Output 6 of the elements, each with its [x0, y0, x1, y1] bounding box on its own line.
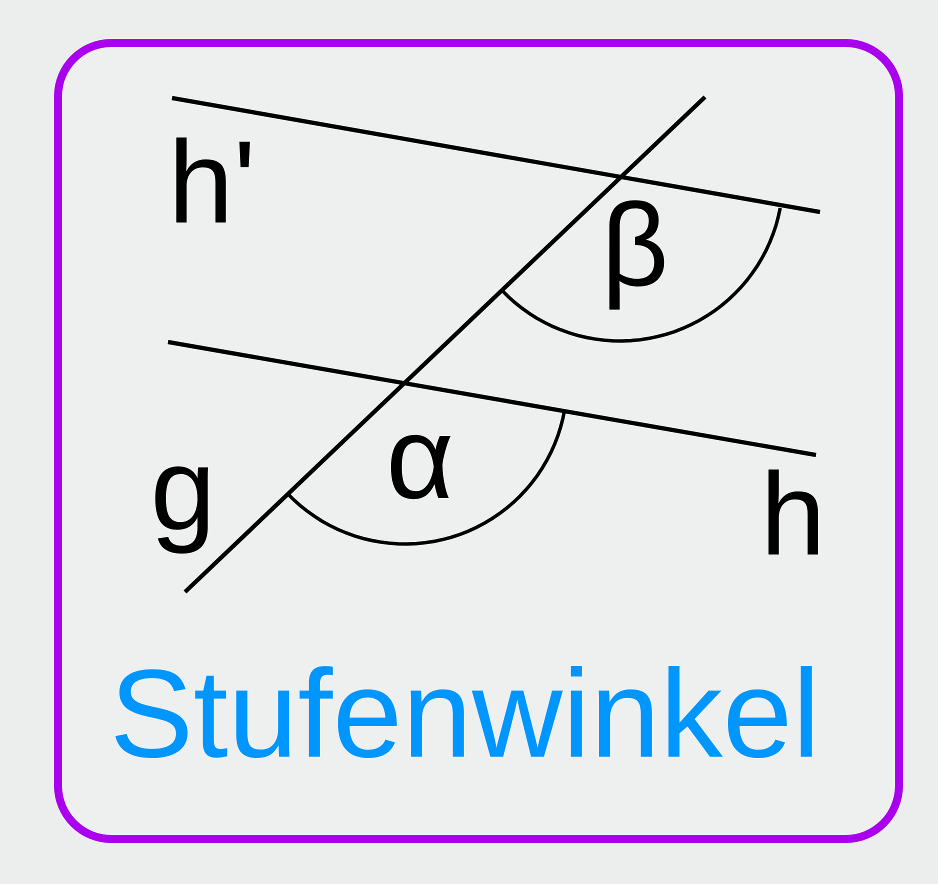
- line-label: g: [155, 466, 208, 554]
- line-label: h': [176, 137, 250, 222]
- angle-label: β: [609, 200, 664, 310]
- angle-label: α: [391, 434, 451, 500]
- line-label: h: [768, 469, 818, 554]
- title: Stufenwinkel: [115, 666, 812, 758]
